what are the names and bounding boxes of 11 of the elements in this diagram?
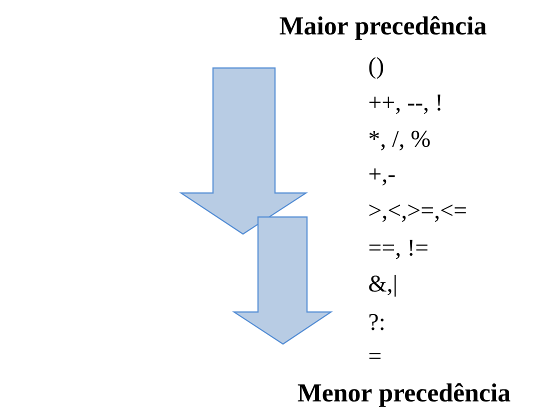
operator-text: = bbox=[369, 352, 381, 359]
heading: Menor precedência bbox=[298, 383, 510, 407]
operator-text: &,| bbox=[369, 274, 396, 297]
heading: Maior precedência bbox=[280, 16, 486, 40]
operator-text: ==, != bbox=[369, 240, 428, 260]
operator-text: +,- bbox=[369, 168, 395, 186]
operator-text: () bbox=[369, 57, 384, 79]
operator-text: ++, --, ! bbox=[369, 94, 440, 114]
operator-text: *, /, % bbox=[369, 130, 430, 150]
operator-text: >,<,>=,<= bbox=[369, 204, 466, 222]
operator-text: ?: bbox=[369, 314, 384, 330]
